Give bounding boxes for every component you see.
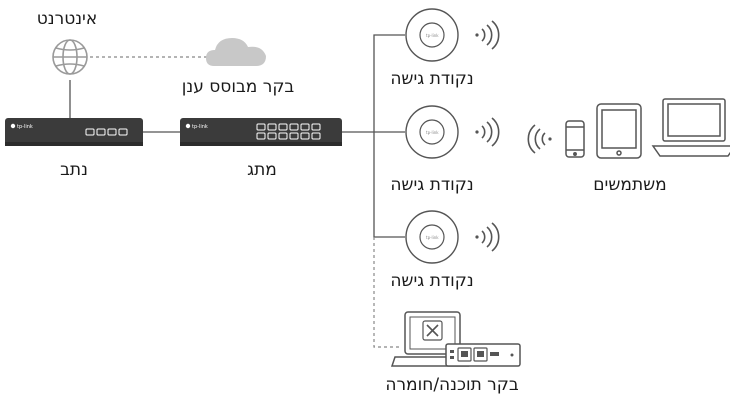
router-icon: tp-link: [5, 118, 143, 146]
internet-label: אינטרנט: [37, 9, 97, 29]
cloud-icon: [206, 38, 266, 66]
switch-icon: tp-link: [180, 118, 342, 146]
phone-icon: [565, 120, 585, 158]
access-point-icon: tp-link: [405, 105, 459, 159]
svg-text:tp-link: tp-link: [426, 235, 439, 240]
svg-text:tp-link: tp-link: [426, 130, 439, 135]
wifi-signal-icon: [475, 222, 500, 252]
laptop-icon: [651, 98, 730, 157]
wifi-signal-icon: [527, 124, 552, 154]
access-point-label-3: נקודת גישה: [390, 271, 473, 291]
access-point-label-2: נקודת גישה: [390, 175, 473, 195]
router-brand-label: tp-link: [17, 124, 33, 130]
hardware-controller-icon: [445, 343, 521, 367]
switch-label: מתג: [247, 160, 277, 180]
wifi-signal-icon: [475, 117, 500, 147]
switch-to-controller-dashed-line: [373, 237, 402, 348]
controller-laptop-icon: [390, 311, 470, 367]
access-point-icon: tp-link: [405, 210, 459, 264]
dashed-lines: [90, 56, 402, 348]
switch-brand-label: tp-link: [192, 124, 208, 130]
switch-to-ap1-line: [373, 34, 405, 132]
cloud-controller-label: בקר מבוסס ענן: [182, 77, 295, 97]
hw-sw-controller-label: בקר תוכנה/חומרה: [385, 375, 518, 395]
users-label: משתמשים: [593, 175, 666, 195]
access-point-label-1: נקודת גישה: [390, 69, 473, 89]
tablet-icon: [596, 103, 642, 159]
svg-text:tp-link: tp-link: [426, 33, 439, 38]
access-point-icon: tp-link: [405, 8, 459, 62]
globe-icon: [52, 39, 88, 75]
wifi-signal-icon: [475, 20, 500, 50]
router-label: נתב: [60, 160, 88, 180]
